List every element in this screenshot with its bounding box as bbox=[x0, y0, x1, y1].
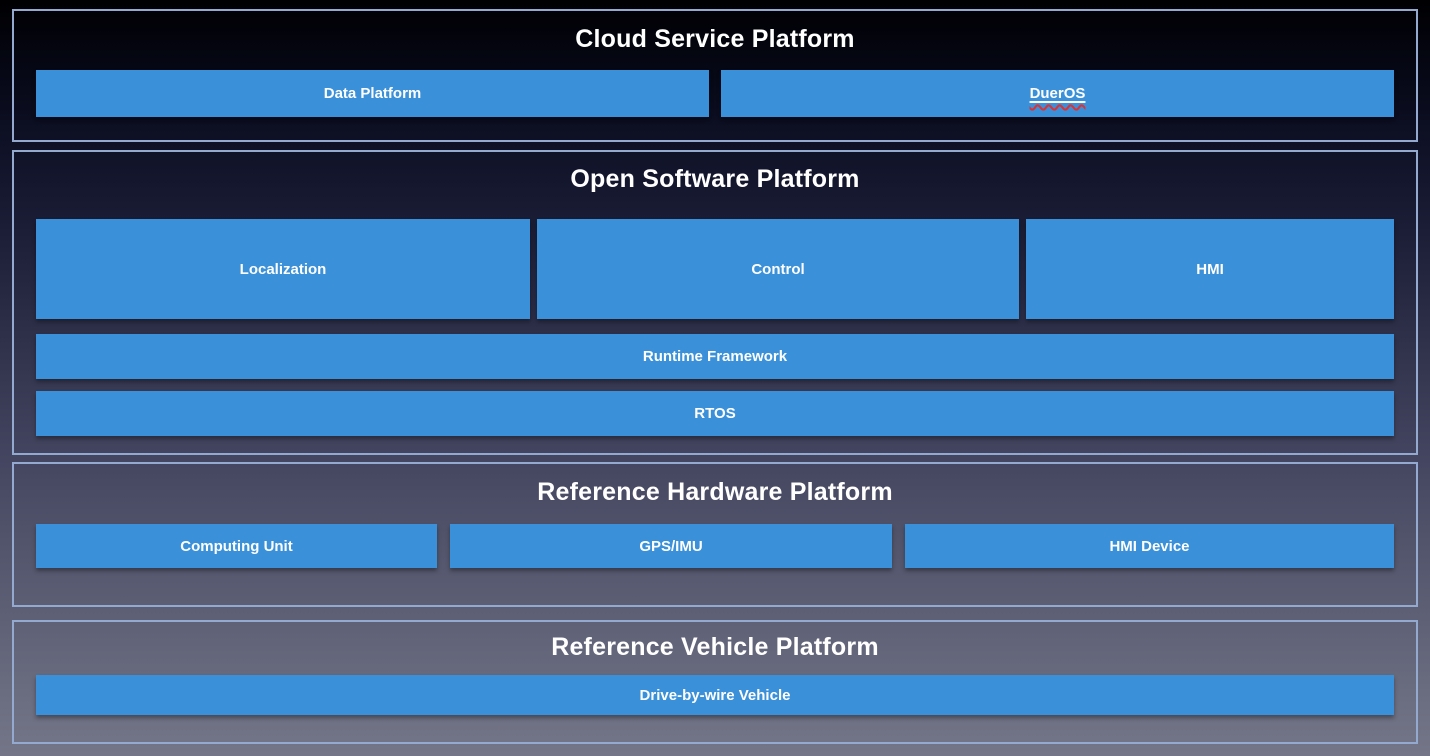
box-label: GPS/IMU bbox=[639, 537, 703, 555]
box-label: Runtime Framework bbox=[642, 348, 788, 365]
box-label: RTOS bbox=[694, 405, 736, 422]
box-gps-imu: GPS/IMU bbox=[450, 524, 892, 568]
section-reference-vehicle-platform: Reference Vehicle Platform Drive-by-wire… bbox=[12, 620, 1418, 744]
box-data-platform: Data Platform bbox=[36, 70, 709, 117]
box-label: Control bbox=[751, 260, 805, 278]
software-modules-row: Localization Control HMI bbox=[36, 219, 1394, 319]
box-label: HMI Device bbox=[1109, 537, 1190, 555]
box-control: Control bbox=[537, 219, 1019, 319]
spellcheck-squiggle: DuerOS bbox=[1030, 85, 1086, 102]
section-title-reference-hardware-platform: Reference Hardware Platform bbox=[537, 478, 893, 506]
section-open-software-platform: Open Software Platform Localization Cont… bbox=[12, 150, 1418, 455]
box-label: Localization bbox=[239, 260, 327, 278]
box-label: Drive-by-wire Vehicle bbox=[639, 686, 791, 704]
box-rtos: RTOS bbox=[36, 391, 1394, 436]
runtime-framework-row: Runtime Framework bbox=[36, 334, 1394, 379]
box-computing-unit: Computing Unit bbox=[36, 524, 437, 568]
box-localization: Localization bbox=[36, 219, 530, 319]
box-label: Data Platform bbox=[323, 85, 422, 102]
section-reference-hardware-platform: Reference Hardware Platform Computing Un… bbox=[12, 462, 1418, 607]
vehicle-boxes-row: Drive-by-wire Vehicle bbox=[36, 675, 1394, 715]
section-cloud-service-platform: Cloud Service Platform Data Platform Due… bbox=[12, 9, 1418, 142]
box-hmi-device: HMI Device bbox=[905, 524, 1394, 568]
cloud-boxes-row: Data Platform DuerOS bbox=[36, 70, 1394, 117]
box-dueros: DuerOS bbox=[721, 70, 1394, 117]
box-runtime-framework: Runtime Framework bbox=[36, 334, 1394, 379]
section-title-reference-vehicle-platform: Reference Vehicle Platform bbox=[551, 633, 879, 661]
box-label: HMI bbox=[1196, 260, 1224, 278]
box-label: DuerOS bbox=[1029, 85, 1086, 102]
section-title-cloud-service-platform: Cloud Service Platform bbox=[575, 25, 855, 53]
box-label: Computing Unit bbox=[180, 537, 293, 555]
box-drive-by-wire-vehicle: Drive-by-wire Vehicle bbox=[36, 675, 1394, 715]
hardware-boxes-row: Computing Unit GPS/IMU HMI Device bbox=[36, 524, 1394, 568]
box-hmi: HMI bbox=[1026, 219, 1394, 319]
section-title-open-software-platform: Open Software Platform bbox=[570, 165, 860, 193]
rtos-row: RTOS bbox=[36, 391, 1394, 436]
